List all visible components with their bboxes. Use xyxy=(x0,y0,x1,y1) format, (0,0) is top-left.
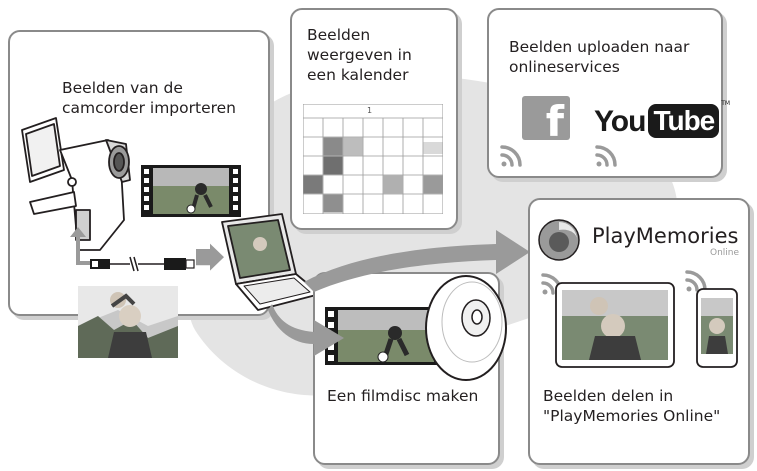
arrow-to-disc xyxy=(268,304,344,356)
youtube-logo: You Tube TM xyxy=(594,100,730,138)
facebook-glyph: f xyxy=(545,97,564,146)
disc-label: Een filmdisc maken xyxy=(327,387,479,405)
youtube-tm: TM xyxy=(721,100,731,107)
calendar-label: Beelden weergeven in een kalender xyxy=(307,26,412,84)
playmemories-brand-sub: Online xyxy=(710,248,740,258)
upload-label: Beelden uploaden naar onlineservices xyxy=(509,38,690,76)
film-strip-import xyxy=(141,165,241,217)
wireless-icon-phone xyxy=(685,270,707,292)
youtube-tube: Tube xyxy=(648,104,720,138)
facebook-icon: f xyxy=(522,96,570,144)
youtube-you: You xyxy=(594,105,646,138)
tablet-icon xyxy=(555,282,675,368)
playmemories-brand: PlayMemories xyxy=(592,224,739,248)
disc-icon xyxy=(425,275,507,381)
playmemories-label: Beelden delen in "PlayMemories Online" xyxy=(543,387,721,425)
arrow-to-playmemories xyxy=(304,230,530,292)
import-label: Beelden van de camcorder importeren xyxy=(62,79,237,117)
phone-icon xyxy=(696,288,738,368)
wireless-icon-youtube xyxy=(595,145,617,167)
film-strip-disc xyxy=(325,307,437,365)
camcorder-icon xyxy=(21,117,131,251)
playmemories-logo-icon xyxy=(538,219,580,261)
calendar-grid: 1 xyxy=(303,104,443,214)
wireless-icon-facebook xyxy=(500,145,522,167)
calendar-month-number: 1 xyxy=(367,106,372,115)
usb-cable xyxy=(70,227,224,272)
photo-father-child xyxy=(78,286,178,358)
